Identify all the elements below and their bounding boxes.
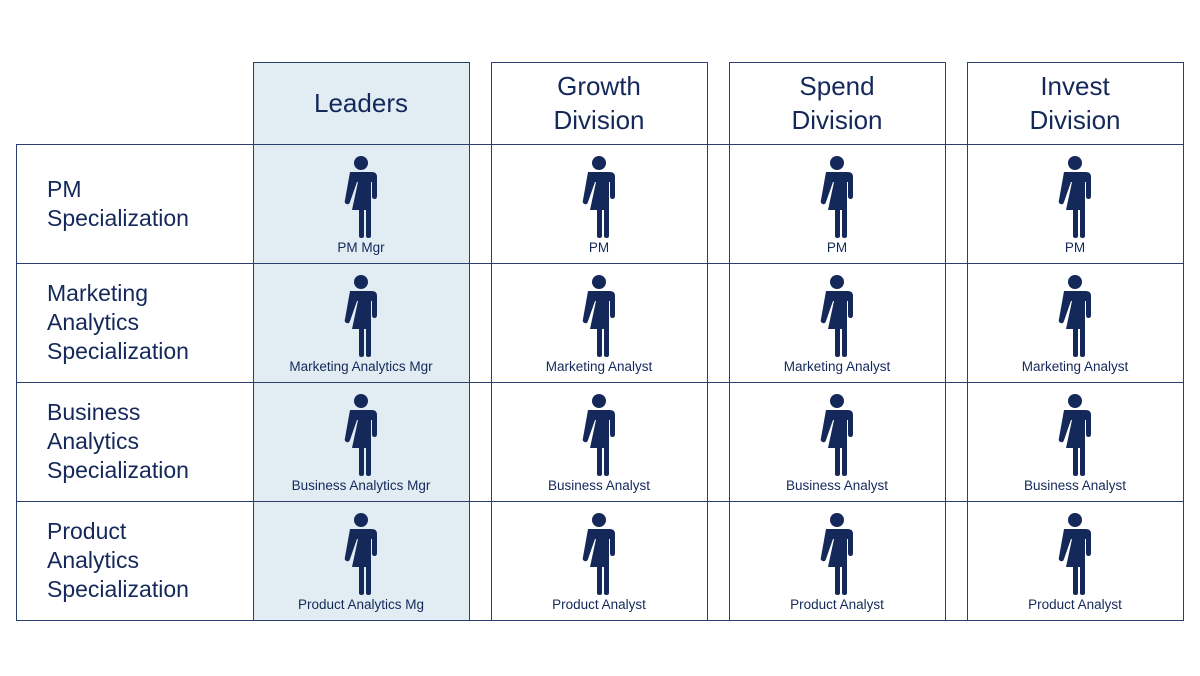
column-header-spend-division: Spend Division [791,71,883,135]
role-label: Business Analyst [547,478,651,493]
grid-line [967,62,968,621]
role-cell: Business Analyst [967,382,1183,501]
person-icon [582,156,616,238]
role-cell: PM [491,144,707,263]
column-header-leaders: Leaders [314,88,408,118]
role-cell: Marketing Analytics Mgr [253,263,469,382]
role-label: Product Analytics Mg [297,597,425,612]
grid-line [491,62,708,63]
role-cell: Marketing Analyst [491,263,707,382]
role-label: Business Analyst [785,478,889,493]
role-cell: Business Analyst [729,382,945,501]
grid-line [16,144,1184,145]
role-label: Product Analyst [552,597,646,612]
role-label: PM [1064,240,1086,255]
role-cell: Business Analytics Mgr [253,382,469,501]
role-label: Product Analyst [790,597,884,612]
role-cell: Business Analyst [491,382,707,501]
role-cell: PM Mgr [253,144,469,263]
role-cell: Product Analyst [729,501,945,620]
grid-line [253,62,254,621]
grid-line [729,62,730,621]
row-label-product-analytics-specialization: Product Analytics Specialization [47,518,189,602]
role-cell: Marketing Analyst [967,263,1183,382]
person-icon [582,394,616,476]
role-label: Business Analytics Mgr [291,478,431,493]
person-icon [1058,394,1092,476]
role-label: PM [588,240,610,255]
role-label: Business Analyst [1023,478,1127,493]
person-icon [820,513,854,595]
grid-line [707,62,708,621]
grid-line [945,62,946,621]
grid-line [1183,62,1184,621]
person-icon [582,275,616,357]
role-cell: Marketing Analyst [729,263,945,382]
grid-line [16,144,17,621]
person-icon [344,394,378,476]
role-label: Marketing Analyst [1021,359,1129,374]
row-label-pm-specialization: PM Specialization [47,175,189,231]
role-cell: PM [729,144,945,263]
person-icon [1058,513,1092,595]
person-icon [582,513,616,595]
grid-line [16,382,1184,383]
grid-line [253,62,470,63]
column-header-invest-division: Invest Division [1029,71,1121,135]
role-label: Marketing Analyst [545,359,653,374]
person-icon [820,394,854,476]
grid-line [729,62,946,63]
role-cell: Product Analyst [491,501,707,620]
role-label: PM [826,240,848,255]
grid-line [16,501,1184,502]
person-icon [1058,156,1092,238]
role-cell: Product Analyst [967,501,1183,620]
grid-line [16,620,1184,621]
role-label: Marketing Analyst [783,359,891,374]
person-icon [820,275,854,357]
grid-line [469,62,470,621]
grid-line [16,263,1184,264]
column-header-growth-division: Growth Division [553,71,645,135]
role-label: Product Analyst [1028,597,1122,612]
role-cell: PM [967,144,1183,263]
person-icon [344,275,378,357]
person-icon [1058,275,1092,357]
person-icon [344,513,378,595]
row-label-business-analytics-specialization: Business Analytics Specialization [47,399,189,483]
grid-line [967,62,1184,63]
row-label-marketing-analytics-specialization: Marketing Analytics Specialization [47,280,189,364]
grid-line [491,62,492,621]
person-icon [344,156,378,238]
role-label: Marketing Analytics Mgr [289,359,433,374]
person-icon [820,156,854,238]
role-cell: Product Analytics Mg [253,501,469,620]
role-label: PM Mgr [337,240,385,255]
